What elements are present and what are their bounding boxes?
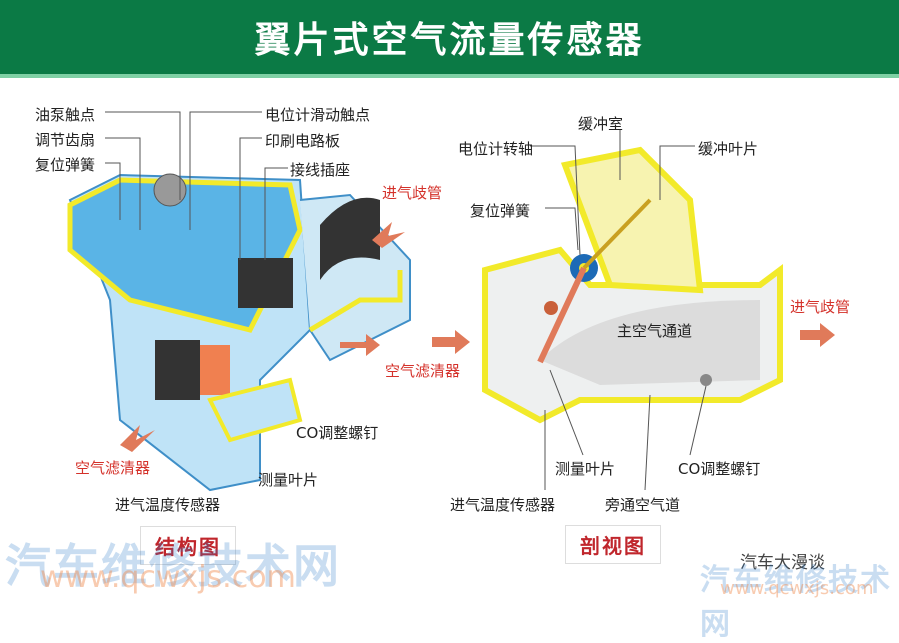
label-pot-wiper: 电位计滑动触点 bbox=[265, 106, 371, 124]
section-illustration bbox=[432, 146, 835, 424]
label-measuring-flap: 测量叶片 bbox=[258, 471, 319, 489]
leader-lines bbox=[105, 111, 707, 491]
label-oil-pump-contact: 油泵触点 bbox=[35, 106, 96, 124]
label-intake-temp-sensor-r: 进气温度传感器 bbox=[450, 496, 556, 514]
label-adjust-sector: 调节齿扇 bbox=[35, 131, 96, 149]
label-intake-manifold-r: 进气歧管 bbox=[790, 298, 851, 316]
watermark-url: www.qcwxjs.com bbox=[40, 560, 296, 595]
label-damping-chamber: 缓冲室 bbox=[578, 115, 624, 133]
label-return-spring: 复位弹簧 bbox=[35, 156, 96, 174]
label-pcb: 印刷电路板 bbox=[265, 132, 341, 150]
caption-structure: 结构图 bbox=[140, 526, 236, 565]
label-damping-flap: 缓冲叶片 bbox=[698, 140, 759, 158]
watermark-text-right: 汽车维修技术网 bbox=[700, 563, 892, 642]
label-air-filter: 空气滤清器 bbox=[75, 459, 151, 477]
label-bypass-passage: 旁通空气道 bbox=[605, 496, 681, 514]
label-return-spring-r: 复位弹簧 bbox=[470, 202, 531, 220]
label-intake-temp-sensor: 进气温度传感器 bbox=[115, 496, 221, 514]
structure-illustration bbox=[67, 173, 411, 492]
arrow-out-left bbox=[372, 222, 405, 248]
label-intake-manifold: 进气歧管 bbox=[382, 184, 443, 202]
page-title: 翼片式空气流量传感器 bbox=[254, 20, 645, 61]
label-measuring-flap-r: 测量叶片 bbox=[555, 460, 616, 478]
title-bar: 翼片式空气流量传感器 bbox=[0, 0, 899, 78]
watermark-text: 汽车维修技术网 bbox=[5, 539, 341, 593]
label-co-screw: CO调整螺钉 bbox=[296, 424, 379, 442]
label-air-filter-right: 空气滤清器 bbox=[385, 362, 461, 380]
label-co-screw-r: CO调整螺钉 bbox=[678, 460, 761, 478]
diagram-art bbox=[67, 111, 835, 492]
label-connector: 接线插座 bbox=[290, 161, 351, 179]
label-main-air-passage: 主空气通道 bbox=[617, 322, 693, 340]
wechat-label: 汽车大漫谈 bbox=[740, 553, 825, 573]
watermark-url-right: www.qcwxjs.com bbox=[720, 578, 874, 599]
caption-section: 剖视图 bbox=[565, 525, 661, 564]
label-pot-shaft: 电位计转轴 bbox=[458, 140, 534, 158]
